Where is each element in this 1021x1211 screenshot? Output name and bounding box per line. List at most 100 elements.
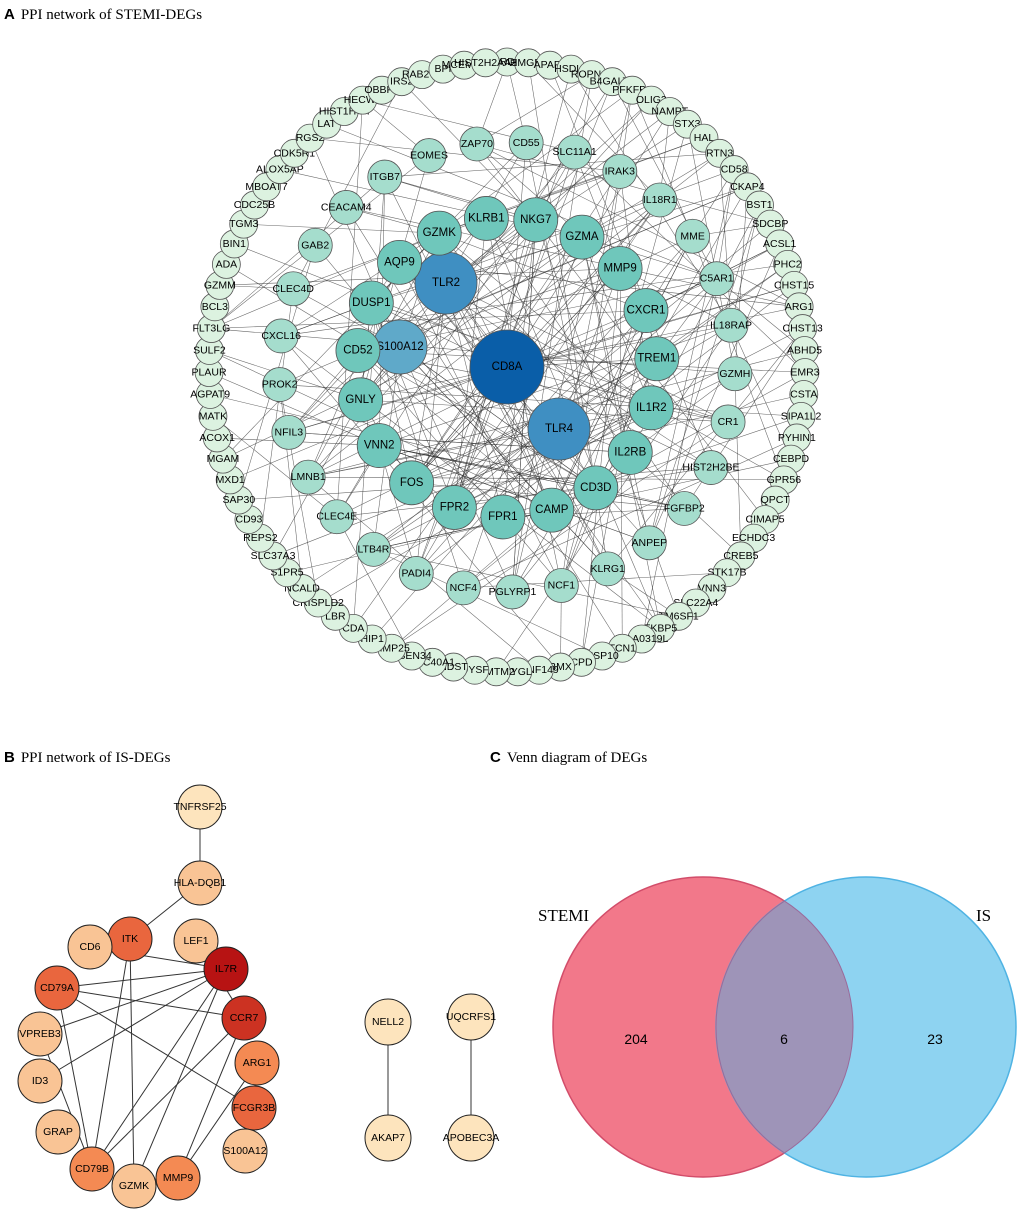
stemi-node-circle [628,385,674,431]
stemi-edge [384,176,536,221]
stemi-node-plaur: PLAUR [192,358,227,387]
stemi-node-label: NFIL3 [275,426,304,438]
stemi-node-label: AQP9 [384,256,415,268]
stemi-node-label: KLRG1 [590,563,625,575]
is-node-circle [67,924,113,970]
stemi-node-label: CHST13 [782,323,822,335]
stemi-node-mmp9: MMP9 [597,246,643,291]
is-node-cd6: CD6 [67,924,113,970]
stemi-edge [734,186,748,374]
stemi-edge [308,407,652,478]
is-node-circle [447,1114,495,1162]
is-node-circle [221,995,267,1041]
is-node-circle [203,946,249,992]
stemi-edge [371,428,560,640]
stemi-edge [371,302,712,468]
stemi-node-label: REPS2 [243,532,278,544]
stemi-node-circle [262,367,298,402]
is-node-label: HLA-DQB1 [174,877,227,889]
stemi-node-cd52: CD52 [335,328,381,373]
is-edge [133,968,227,1187]
stemi-node-label: CDC25B [234,199,275,211]
stemi-edge [734,373,742,556]
stemi-node-label: MME [680,230,705,242]
stemi-node-label: ACOX1 [199,432,235,444]
stemi-node-label: IRAK3 [605,165,636,177]
stemi-edge [476,143,800,308]
is-node-label: CCR7 [230,1012,259,1024]
stemi-node-label: GZMK [423,227,457,239]
venn-count-overlap: 6 [780,1031,788,1047]
stemi-node-label: CXCR1 [626,305,665,317]
stemi-node-klrb1: KLRB1 [463,196,509,241]
stemi-node-label: IL18RAP [710,319,752,331]
stemi-network-nodes: CD8ATLR2TLR4S100A12GZMAMMP9CXCR1TREM1IL1… [190,47,823,687]
stemi-node-label: CREB5 [723,550,758,562]
stemi-node-label: C5AR1 [700,273,734,285]
stemi-edge [649,243,780,543]
stemi-node-label: FPR2 [440,501,469,513]
venn-count-stemi-only: 204 [624,1031,648,1047]
stemi-node-bcl3: BCL3 [200,292,230,322]
stemi-node-circle [495,574,530,610]
stemi-node-klrg1: KLRG1 [590,551,626,587]
stemi-node-label: ITGB7 [370,171,401,183]
stemi-edge [454,278,717,508]
stemi-node-tlr2: TLR2 [414,251,478,315]
stemi-node-clec4d: CLEC4D [273,271,314,307]
stemi-node-label: AGPAT9 [190,388,230,400]
stemi-edge [454,373,736,508]
stemi-edge [379,445,596,489]
stemi-node-circle [642,182,678,218]
stemi-node-label: CR1 [718,416,739,428]
is-node-il7r: IL7R [203,946,249,992]
stemi-edge [336,516,413,657]
is-node-uqcrfs1: UQCRFS1 [446,993,496,1041]
stemi-node-il2rb: IL2RB [607,430,653,475]
is-node-circle [364,1114,412,1162]
stemi-node-abhd5: ABHD5 [787,336,822,365]
stemi-node-fpr1: FPR1 [480,494,526,540]
stemi-node-label: CD8A [492,361,523,373]
is-edge [91,968,227,1170]
stemi-edge [649,169,735,543]
is-node-label: ARG1 [243,1057,272,1069]
panel-a-title-text: PPI network of STEMI-DEGs [20,7,203,23]
is-edge [91,938,131,1170]
stemi-edge [476,74,593,145]
stemi-node-label: MGAM [207,453,240,465]
venn-label-is: IS [976,906,991,925]
stemi-node-label: FLT3LG [193,323,231,335]
panel-b-letter: B [4,749,15,766]
is-node-label: S100A12 [223,1145,266,1157]
stemi-edge [445,123,688,284]
is-node-circle [173,918,219,964]
is-node-cd79b: CD79B [69,1146,115,1192]
stemi-node-pglyrp1: PGLYRP1 [489,574,536,610]
stemi-node-label: CDA [342,622,364,634]
is-node-arg1: ARG1 [234,1040,280,1086]
stemi-node-csta: CSTA [789,380,819,409]
stemi-node-label: BST1 [746,199,772,211]
is-node-vpreb3: VPREB3 [17,1011,63,1057]
stemi-node-circle [356,531,391,567]
is-node-mmp9: MMP9 [155,1155,201,1201]
stemi-node-label: EOMES [410,150,448,162]
stemi-node-ltb4r: LTB4R [356,531,391,567]
stemi-edge [506,199,660,368]
stemi-node-label: HMGB2 [510,57,548,69]
stemi-node-label: ABHD5 [787,344,822,356]
is-node-label: CD79A [40,982,74,994]
stemi-edge [454,236,693,508]
stemi-node-label: BPI [434,63,451,75]
is-node-lef1: LEF1 [173,918,219,964]
stemi-node-label: NKG7 [520,214,551,226]
is-node-akap7: AKAP7 [364,1114,412,1162]
stemi-edge [411,407,652,484]
stemi-node-vnn2: VNN2 [356,423,402,468]
stemi-node-circle [710,404,746,440]
stemi-node-label: HIST2H2AA3 [454,57,517,69]
stemi-edge [445,111,670,284]
